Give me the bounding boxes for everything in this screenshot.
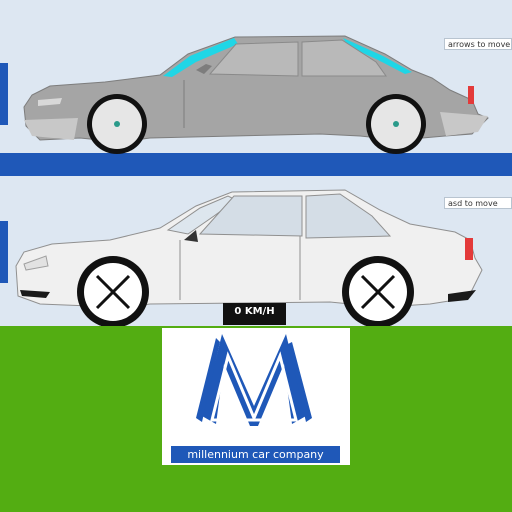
player-1-car [23,35,489,154]
speedometer: 0 KM/H [223,303,286,325]
car-1-rear-window [343,38,412,74]
car-1-rear-wheel [366,94,426,154]
car-2-rear-bumper [448,290,476,302]
car-1-side-mirror [196,64,212,74]
car-2-rear-wheel [342,256,414,328]
car-1-tail-light [468,86,474,104]
car-1-headlight [38,98,62,106]
car-1-quarter-window [301,39,387,77]
car-2-side-mirror [184,230,198,242]
car-2-tail-light [465,238,473,260]
car-1-windshield [163,38,238,77]
car-2-side-window [198,195,303,237]
lane-2-side-marker [0,221,8,283]
car-1-front-wheel [87,94,147,154]
car-1-rear-bumper [440,112,488,136]
car-1-side-window [208,41,299,77]
lane-1-controls-hint: arrows to move [444,38,512,50]
car-1-front-bumper [24,118,78,140]
millennium-m-logo-icon [196,334,312,426]
car-2-front-bumper [20,290,50,298]
car-2-quarter-window [305,193,392,239]
lane-1-side-marker [0,63,8,125]
lane-1-stripe [0,153,512,176]
company-logo: millennium car company [162,328,350,465]
player-2-car [15,189,483,328]
car-2-front-wheel [77,256,149,328]
car-2-headlight [23,255,49,271]
company-name: millennium car company [171,446,340,463]
